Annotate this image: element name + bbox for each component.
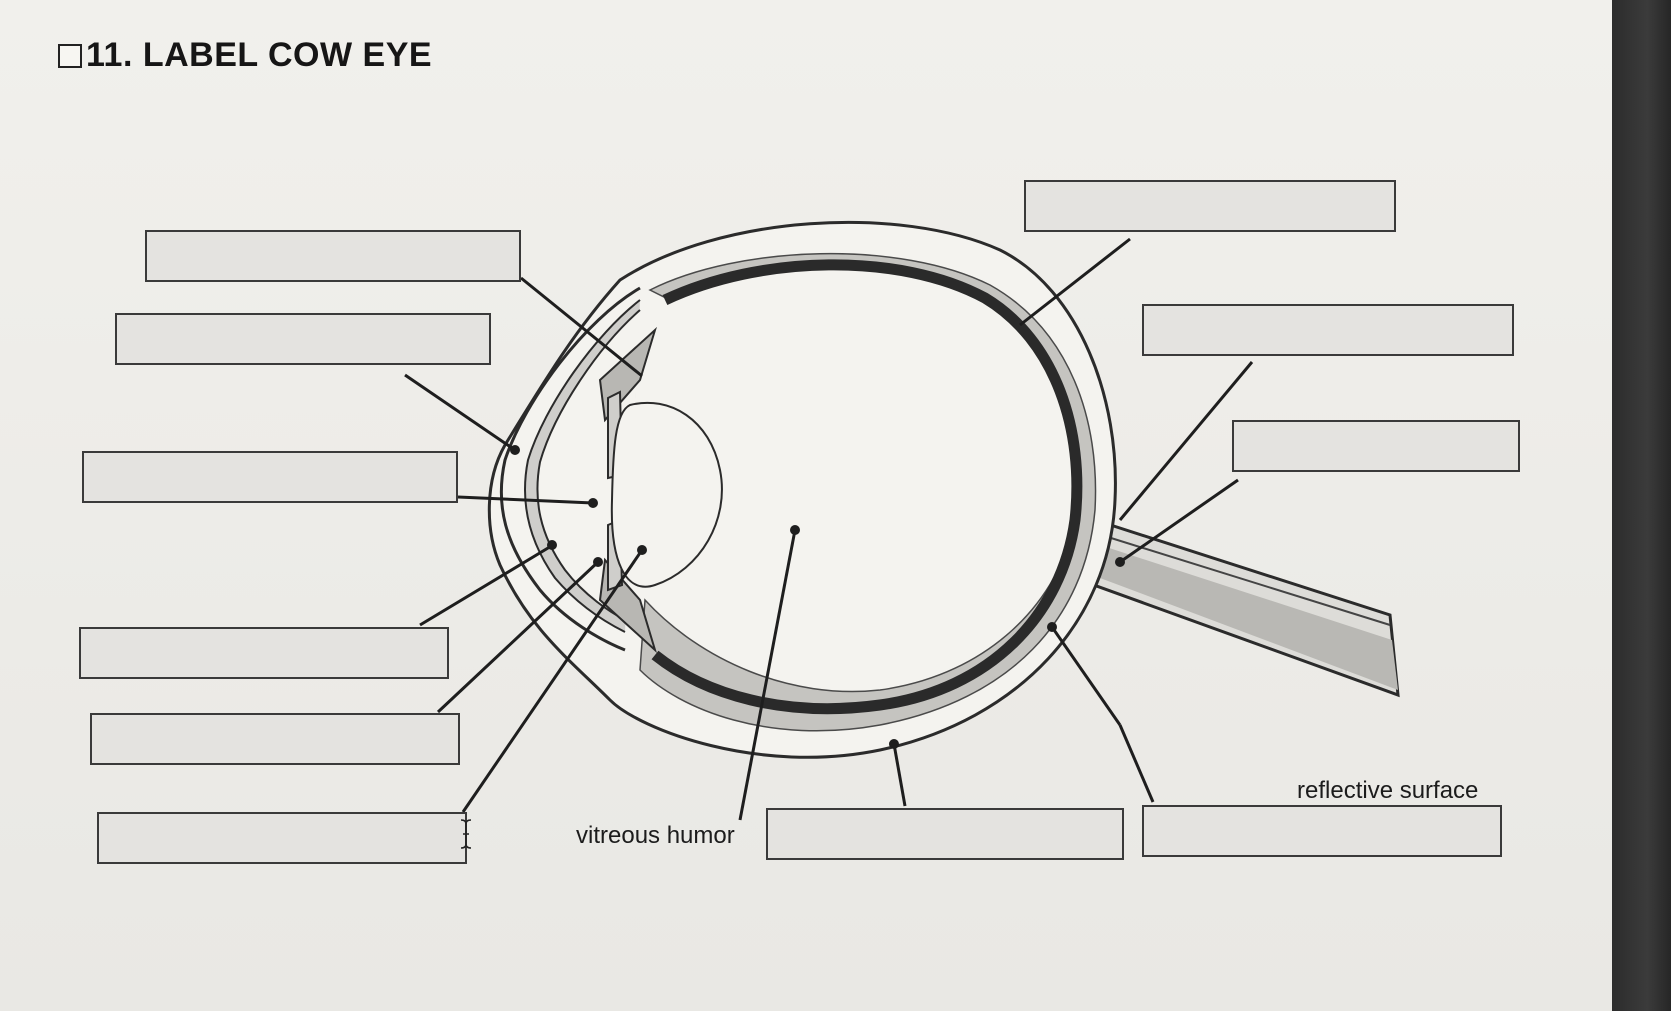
leader-dot (637, 545, 647, 555)
leader-line (1119, 478, 1239, 564)
leader-line (419, 543, 554, 627)
text-cursor-icon (460, 819, 472, 849)
leader-line (1050, 626, 1122, 726)
retina (651, 259, 1083, 715)
answer-box[interactable] (79, 627, 449, 679)
leader-lines (404, 237, 1254, 821)
leader-line (1118, 724, 1155, 803)
leader-line (1118, 361, 1254, 521)
leader-dot (510, 445, 520, 455)
answer-box[interactable] (1142, 304, 1514, 356)
leader-line (1019, 237, 1131, 327)
lens (610, 401, 723, 588)
leader-line (461, 549, 644, 813)
leader-line (892, 743, 907, 807)
leader-dot (790, 525, 800, 535)
answer-box[interactable] (90, 713, 460, 765)
monitor-bezel (1612, 0, 1671, 1011)
answer-box[interactable] (115, 313, 491, 365)
leader-line (436, 560, 600, 714)
leader-dot (588, 498, 598, 508)
leader-dot (1047, 622, 1057, 632)
answer-box[interactable] (82, 451, 458, 503)
answer-box[interactable] (1024, 180, 1396, 232)
worksheet-header: 11. LABEL COW EYE (58, 36, 432, 75)
answer-box[interactable] (766, 808, 1124, 860)
leader-line (520, 276, 643, 378)
leader-line (404, 373, 516, 452)
answer-box[interactable] (97, 812, 467, 864)
empty-checkbox-icon[interactable] (58, 43, 82, 68)
label-vitreous-humor: vitreous humor (576, 822, 735, 849)
answer-box[interactable] (145, 230, 521, 282)
leader-line (738, 529, 797, 821)
leader-dot (547, 540, 557, 550)
leader-dot (1115, 557, 1125, 567)
leader-dot (593, 557, 603, 567)
optic-nerve-fiber (1094, 532, 1391, 626)
optic-nerve-core (1092, 545, 1398, 690)
leader-line (457, 495, 594, 505)
leader-dots (510, 445, 1125, 749)
worksheet-title: 11. LABEL COW EYE (86, 36, 433, 74)
label-reflective-surface: reflective surface (1297, 777, 1479, 804)
answer-box[interactable] (1142, 805, 1502, 857)
answer-box[interactable] (1232, 420, 1520, 472)
leader-dot (889, 739, 899, 749)
